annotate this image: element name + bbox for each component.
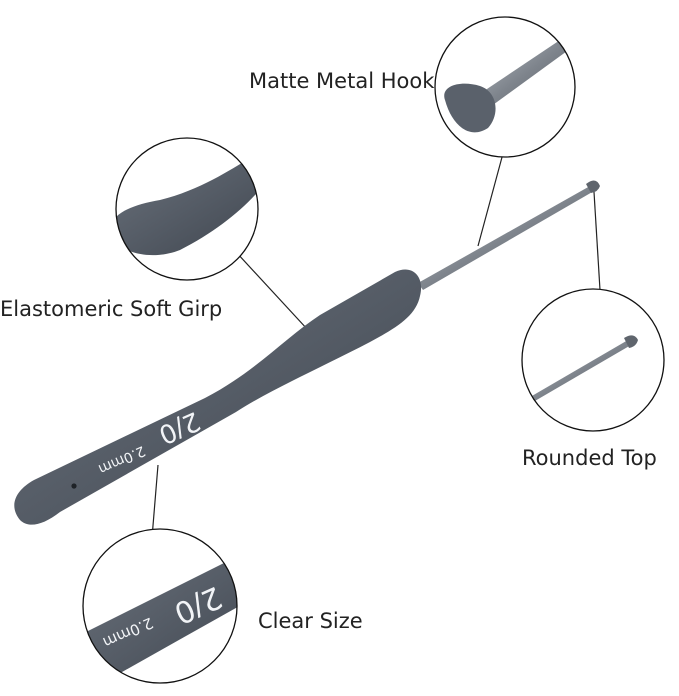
zoom-circle-clear-size: 2/0 2.0mm bbox=[82, 528, 238, 684]
hanging-hole bbox=[71, 483, 77, 489]
callout-matte-metal-hook: Matte Metal Hook bbox=[249, 69, 435, 93]
callout-rounded-top: Rounded Top bbox=[522, 446, 657, 470]
callout-elastomeric-soft-grip: Elastomeric Soft Girp bbox=[0, 297, 223, 321]
zoom-circle-soft-grip bbox=[115, 137, 259, 281]
zoom-circle-matte-metal-hook bbox=[434, 16, 576, 158]
hook-shaft bbox=[418, 180, 600, 290]
callout-clear-size: Clear Size bbox=[258, 609, 363, 633]
leader-line-rounded bbox=[593, 191, 601, 291]
leader-line-grip bbox=[235, 251, 309, 331]
zoom-circle-rounded-top bbox=[521, 288, 665, 432]
